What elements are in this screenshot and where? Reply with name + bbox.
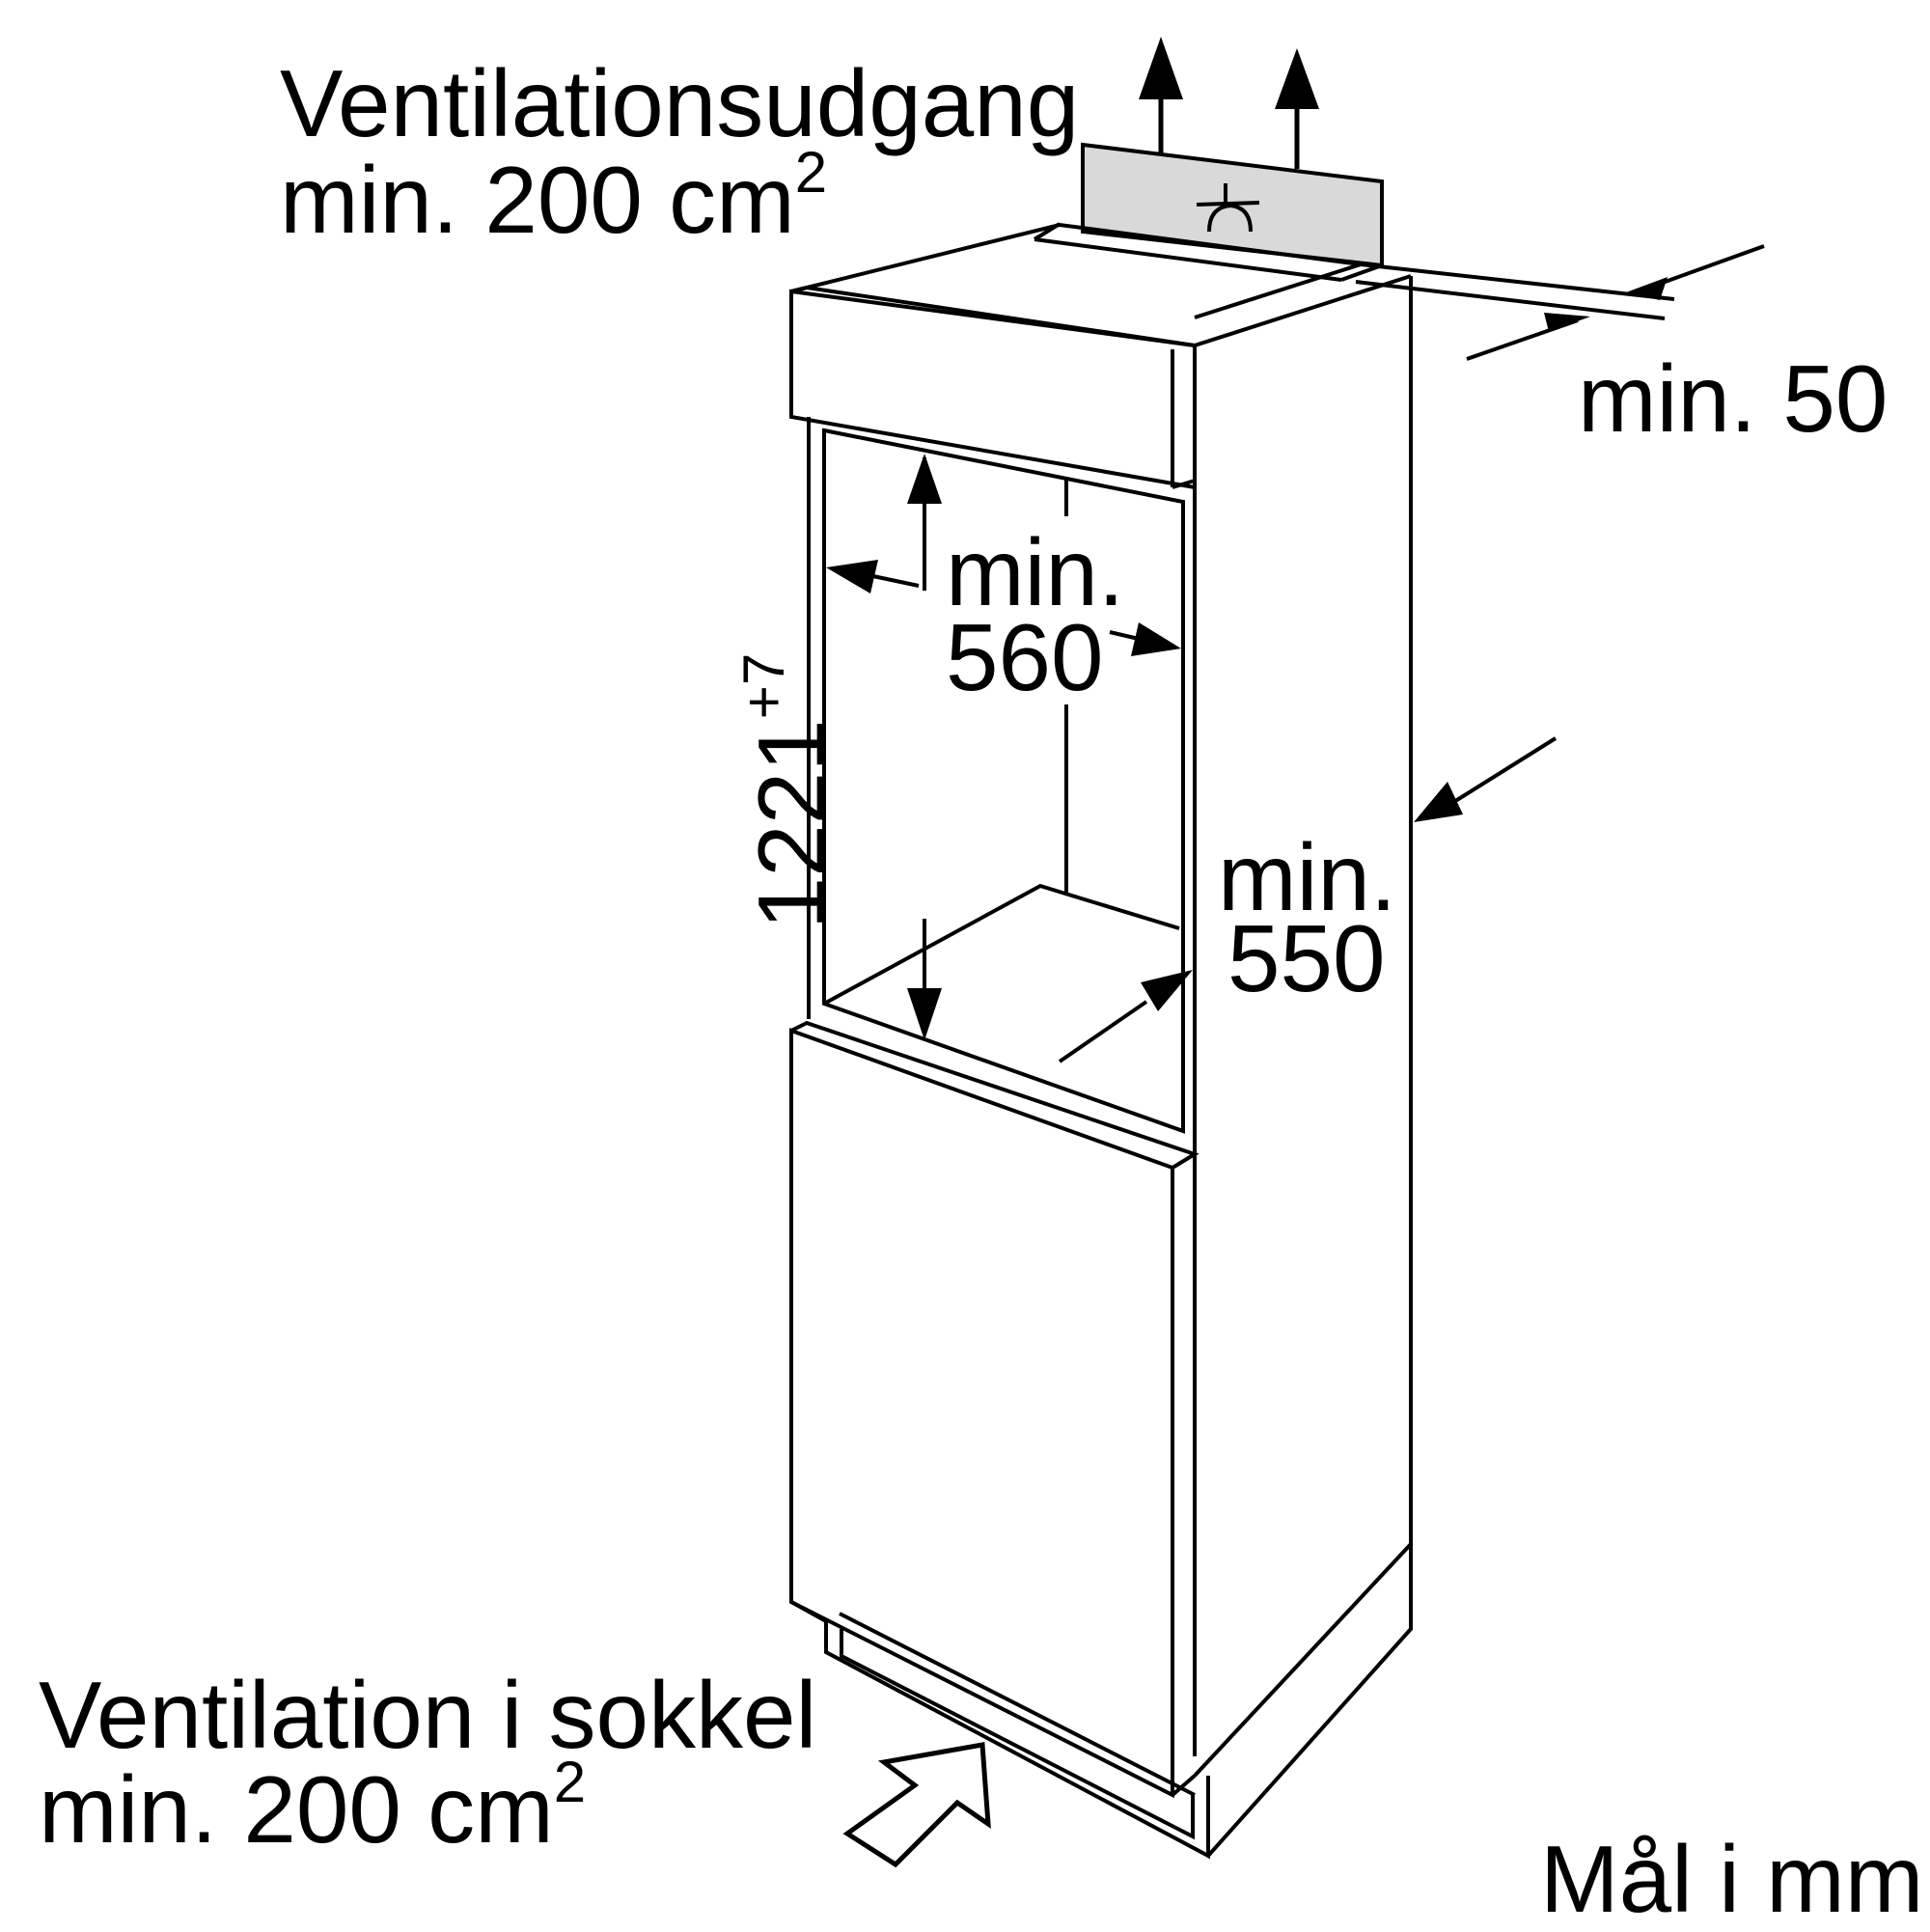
ventilation-outlet-duct bbox=[1081, 37, 1384, 268]
dim-height bbox=[907, 454, 942, 1040]
units-label: Mål i mm bbox=[1540, 1826, 1924, 1932]
cabinet-top bbox=[790, 222, 1675, 320]
depth-label-line2: 550 bbox=[1227, 905, 1386, 1011]
outlet-arrow-head-right bbox=[1275, 48, 1319, 109]
depth-label-line1: min. bbox=[1218, 824, 1397, 930]
ventilation-outlet-area: min. 200 cm2 bbox=[280, 140, 828, 253]
ventilation-plinth-label: Ventilation i sokkel bbox=[39, 1662, 817, 1768]
niche-opening bbox=[807, 417, 1185, 1134]
lower-door-panel bbox=[789, 1020, 1199, 1799]
cabinet-side-panel bbox=[1172, 274, 1413, 1858]
plinth-inlet-arrow bbox=[842, 1742, 991, 1868]
outlet-arrow-head-left bbox=[1139, 37, 1183, 99]
ventilation-plinth-area: min. 200 cm2 bbox=[39, 1750, 587, 1863]
plinth bbox=[790, 1600, 1210, 1860]
width-label-line1: min. bbox=[946, 519, 1125, 625]
dim-width bbox=[826, 560, 1181, 656]
dim-depth bbox=[1058, 736, 1558, 1063]
width-label-line2: 560 bbox=[946, 604, 1104, 710]
cabinet-header-panel bbox=[789, 285, 1197, 490]
dim-top-clearance bbox=[1466, 244, 1765, 361]
ventilation-outlet-label: Ventilationsudgang bbox=[280, 50, 1080, 156]
height-label: 1221+7 bbox=[731, 652, 844, 930]
top-clearance-label: min. 50 bbox=[1578, 345, 1889, 452]
